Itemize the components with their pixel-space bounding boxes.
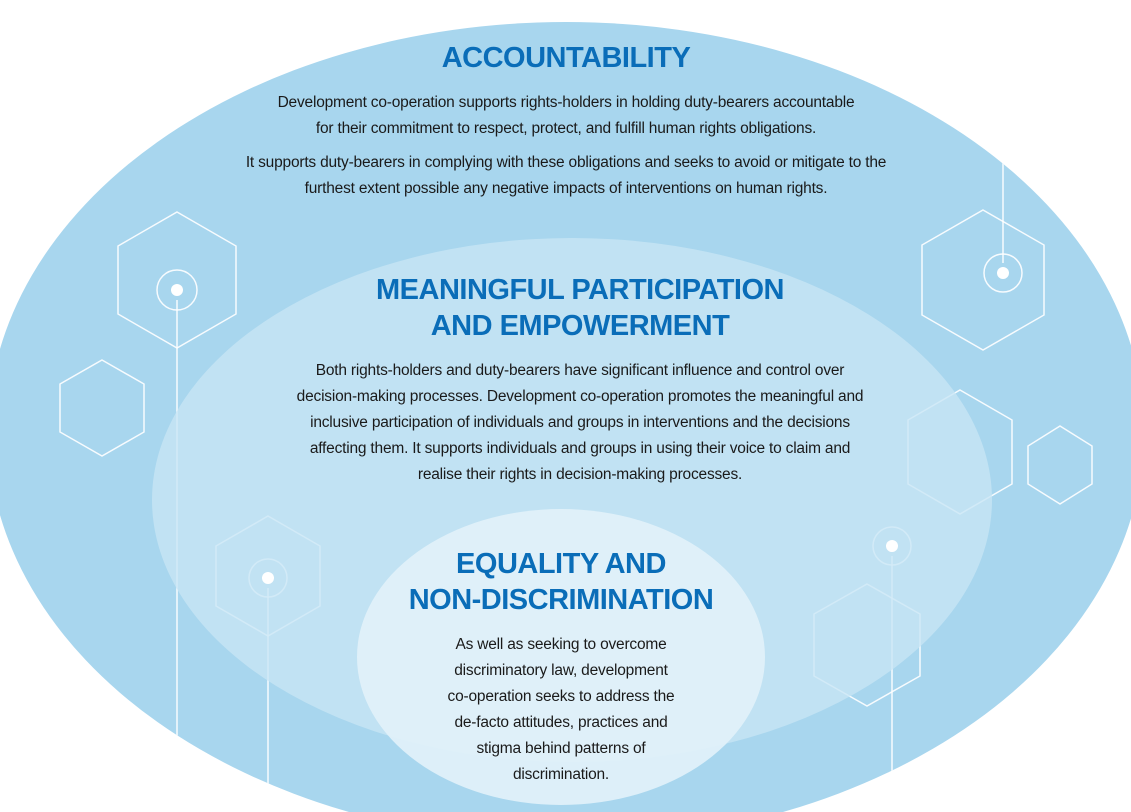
- node-dot-decoration: [886, 540, 898, 552]
- text-line: de-facto attitudes, practices and: [454, 714, 668, 731]
- accountability-paragraph-2: It supports duty-bearers in complying wi…: [140, 150, 992, 202]
- text-line: As well as seeking to overcome: [455, 636, 667, 653]
- text-line: discrimination.: [512, 766, 610, 783]
- title-line: MEANINGFUL PARTICIPATION: [376, 274, 784, 306]
- title-line: AND EMPOWERMENT: [430, 310, 730, 342]
- hexagon-decoration: [1027, 425, 1093, 505]
- text-line: stigma behind patterns of: [476, 740, 646, 757]
- inner-ellipse-equality: [357, 509, 765, 805]
- text-line: decision-making processes. Development c…: [296, 388, 864, 405]
- participation-section: MEANINGFUL PARTICIPATION AND EMPOWERMENT…: [230, 272, 930, 488]
- node-dot-decoration: [171, 284, 183, 296]
- text-line: inclusive participation of individuals a…: [310, 414, 850, 431]
- accountability-paragraph-1: Development co-operation supports rights…: [140, 90, 992, 142]
- text-line: discriminatory law, development: [454, 662, 668, 679]
- text-line: co-operation seeks to address the: [447, 688, 675, 705]
- text-line: It supports duty-bearers in complying wi…: [245, 154, 887, 171]
- text-line: realise their rights in decision-making …: [417, 466, 743, 483]
- node-dot-decoration: [262, 572, 274, 584]
- node-dot-decoration: [997, 267, 1009, 279]
- participation-paragraph: Both rights-holders and duty-bearers hav…: [230, 358, 930, 488]
- equality-section: EQUALITY AND NON-DISCRIMINATION As well …: [380, 546, 742, 788]
- hexagon-decoration: [921, 209, 1045, 351]
- participation-title: MEANINGFUL PARTICIPATION AND EMPOWERMENT: [230, 272, 930, 344]
- equality-title: EQUALITY AND NON-DISCRIMINATION: [380, 546, 742, 618]
- text-line: for their commitment to respect, protect…: [315, 120, 817, 137]
- accountability-section: ACCOUNTABILITY Development co-operation …: [140, 40, 992, 202]
- accountability-title: ACCOUNTABILITY: [441, 42, 691, 74]
- text-line: Both rights-holders and duty-bearers hav…: [315, 362, 845, 379]
- text-line: Development co-operation supports rights…: [277, 94, 855, 111]
- title-line: EQUALITY AND: [456, 548, 666, 580]
- equality-paragraph: As well as seeking to overcome discrimin…: [380, 632, 742, 788]
- text-line: affecting them. It supports individuals …: [309, 440, 851, 457]
- hexagon-decoration: [59, 359, 145, 457]
- text-line: furthest extent possible any negative im…: [304, 180, 828, 197]
- title-line: NON-DISCRIMINATION: [408, 584, 714, 616]
